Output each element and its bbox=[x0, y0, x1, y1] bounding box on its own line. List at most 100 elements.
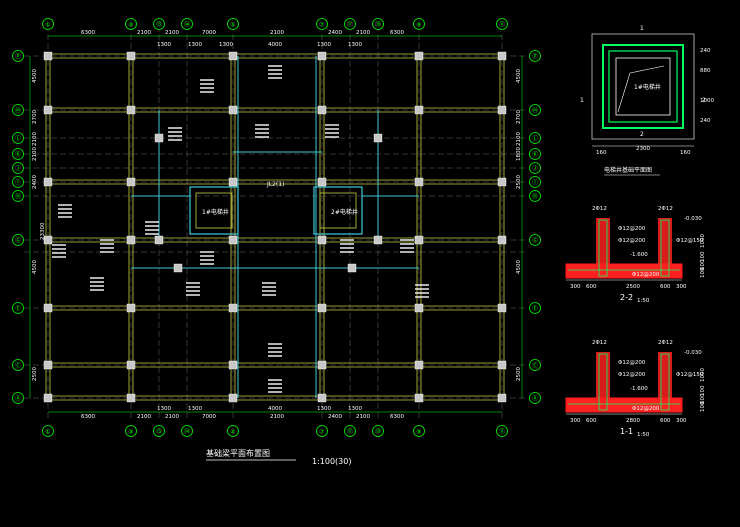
axis-right-bubble-2 bbox=[529, 132, 541, 144]
axis-left-label-0: Ⓟ bbox=[15, 53, 21, 61]
axis-bottom-bubble-9 bbox=[496, 425, 508, 437]
axis-right-label-4: Ⓙ bbox=[532, 165, 538, 173]
section-label-4: Φ12@150 bbox=[676, 238, 704, 244]
section-label-3: Φ12@200 bbox=[618, 372, 646, 378]
axis-bottom-bubble-8 bbox=[413, 425, 425, 437]
pit-dim-b1: 160 bbox=[596, 150, 607, 156]
section-dim-bottom-4: 300 bbox=[676, 418, 687, 424]
dim-top-5: 2400 bbox=[328, 30, 342, 36]
pit-dim-r2: 880 bbox=[700, 68, 711, 74]
dim-top-sub-3: 4000 bbox=[268, 42, 282, 48]
column-35 bbox=[497, 51, 507, 61]
axis-left-bubble-9 bbox=[12, 359, 24, 371]
beam-annotation-12 bbox=[268, 379, 282, 393]
beam-annotation-9 bbox=[262, 282, 276, 296]
axis-left-label-6: Ⓗ bbox=[15, 193, 21, 201]
footing-slab bbox=[565, 397, 683, 413]
axis-left-bubble-0 bbox=[12, 50, 24, 62]
beam-annotation-1 bbox=[268, 65, 282, 79]
beam-annotation-7 bbox=[100, 239, 114, 253]
column-28 bbox=[414, 51, 424, 61]
axis-top-label-8: ⑨ bbox=[416, 22, 421, 29]
column-44 bbox=[154, 235, 164, 245]
column-47 bbox=[347, 263, 357, 273]
axis-top-bubble-0 bbox=[42, 18, 54, 30]
axis-right-label-0: Ⓟ bbox=[532, 53, 538, 61]
column-45 bbox=[373, 235, 383, 245]
column-1 bbox=[43, 105, 53, 115]
column-6 bbox=[43, 393, 53, 403]
axis-left-bubble-4 bbox=[12, 162, 24, 174]
elevator-pits: 1#电梯井 2#电梯井 JL2(1) bbox=[189, 181, 363, 235]
axis-left-label-7: Ⓖ bbox=[15, 237, 21, 245]
dim-bottom-3: 7000 bbox=[202, 414, 216, 420]
axis-left-label-9: Ⓒ bbox=[15, 362, 21, 370]
axis-right-bubble-6 bbox=[529, 190, 541, 202]
wall-left bbox=[596, 218, 610, 278]
section-dim-right-2: 600 bbox=[700, 259, 706, 270]
rebar-left bbox=[598, 353, 608, 411]
beam-annotation-4 bbox=[325, 124, 339, 138]
dim-right-6: 2500 bbox=[516, 367, 522, 381]
column-37 bbox=[497, 177, 507, 187]
column-30 bbox=[414, 177, 424, 187]
dim-bottom-5: 2400 bbox=[328, 414, 342, 420]
wall-right bbox=[658, 352, 672, 412]
column-8 bbox=[126, 105, 136, 115]
beam-annotation-17 bbox=[52, 244, 66, 258]
axis-right-bubble-9 bbox=[529, 359, 541, 371]
section-dim-bottom-1: 600 bbox=[586, 284, 597, 290]
section-label-4: Φ12@150 bbox=[676, 372, 704, 378]
axis-top-bubble-8 bbox=[413, 18, 425, 30]
dim-top-sub-5: 1300 bbox=[348, 42, 362, 48]
column-38 bbox=[497, 235, 507, 245]
pit-diagonal-1 bbox=[617, 72, 631, 113]
dim-right-2: 2100 bbox=[516, 132, 522, 146]
axis-top-bubble-5 bbox=[316, 18, 328, 30]
grid-lines bbox=[24, 34, 528, 418]
column-41 bbox=[497, 393, 507, 403]
section-label-0: 2Φ12 bbox=[592, 340, 607, 346]
beam-annotation-10 bbox=[186, 282, 200, 296]
axis-right-label-1: Ⓜ bbox=[532, 107, 538, 115]
axis-left-label-2: Ⓛ bbox=[15, 135, 21, 143]
dim-top-sub-0: 1300 bbox=[157, 42, 171, 48]
axis-right-label-8: Ⓔ bbox=[532, 305, 538, 313]
dim-overall-v: 23300 bbox=[40, 222, 46, 240]
axis-top-bubble-4 bbox=[227, 18, 239, 30]
beam-annotation-8 bbox=[200, 251, 214, 265]
rebar-left bbox=[598, 219, 608, 277]
axis-right-bubble-5 bbox=[529, 176, 541, 188]
beams bbox=[45, 53, 505, 401]
axis-left-bubble-2 bbox=[12, 132, 24, 144]
section-label-0: 2Φ12 bbox=[592, 206, 607, 212]
dim-top-6: 2100 bbox=[356, 30, 370, 36]
elevator-pit-2-inner bbox=[319, 192, 357, 229]
dim-top-0: 6300 bbox=[81, 30, 95, 36]
section-label-6: -0.030 bbox=[684, 350, 702, 356]
pit-wall-outer bbox=[602, 44, 684, 129]
pit-diagonal-2 bbox=[629, 65, 665, 74]
section-label-7: Φ12@200 bbox=[632, 406, 660, 412]
pit-mark-bottom: 2 bbox=[640, 131, 644, 138]
beam-annotation-13 bbox=[340, 239, 354, 253]
dim-bottom-sub-0: 1300 bbox=[157, 406, 171, 412]
section-label-5: -1.600 bbox=[630, 252, 648, 258]
pit-outline bbox=[591, 33, 695, 140]
axis-top-label-5: ⑦ bbox=[319, 22, 325, 29]
dim-bottom-sub-3: 1300 bbox=[317, 406, 331, 412]
dim-right-0: 4500 bbox=[516, 69, 522, 83]
axis-bottom-label-0: ① bbox=[45, 429, 50, 436]
section-label-2: Φ12@200 bbox=[618, 226, 646, 232]
section-label-1: 2Φ12 bbox=[658, 340, 673, 346]
section-scale: 1:50 bbox=[637, 298, 650, 304]
column-32 bbox=[414, 303, 424, 313]
section-dim-bottom-0: 300 bbox=[570, 284, 581, 290]
column-5 bbox=[43, 360, 53, 370]
section-label-3: Φ12@200 bbox=[618, 238, 646, 244]
axis-bottom-bubble-3 bbox=[181, 425, 193, 437]
dim-bottom-sub-4: 1300 bbox=[348, 406, 362, 412]
